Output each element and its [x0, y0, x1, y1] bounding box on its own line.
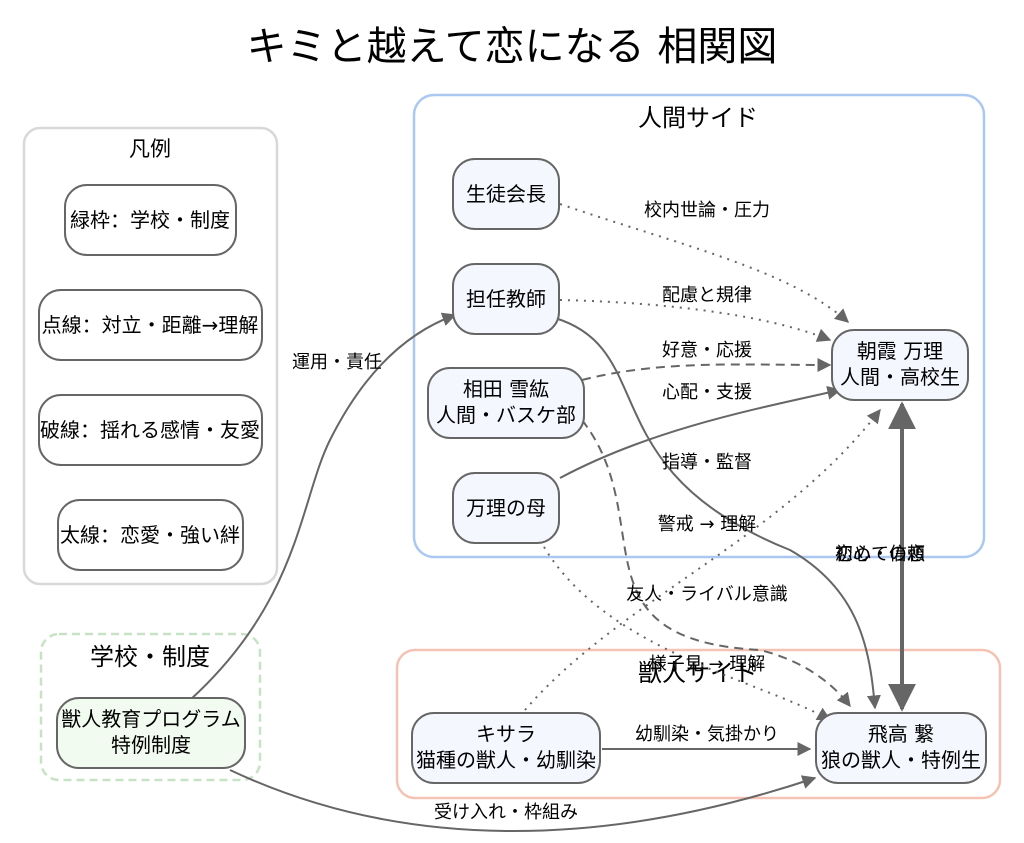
node-label: 生徒会長 [466, 182, 546, 206]
label-teacher-tsunagu: 指導・監督 [662, 452, 752, 473]
edges [189, 203, 916, 833]
edge-mother-mari [559, 385, 842, 479]
edge-kisara-mari [524, 408, 881, 711]
label-kisara-tsunagu: 幼馴染・気掛かり [635, 724, 779, 745]
node-sublabel: 狼の獣人・特例生 [821, 748, 981, 772]
legend-item-dotted-line: 点線：対立・距離→理解 [42, 313, 259, 337]
label-aida-tsunagu: 友人・ライバル意識 [626, 584, 788, 605]
node-sublabel: 人間・バスケ部 [436, 403, 576, 427]
node-aida-yukihiro[interactable]: 相田 雪紘 人間・バスケ部 [427, 367, 585, 439]
edge-aida-mari [581, 357, 832, 381]
beast-side-title: 獣人サイド [638, 659, 758, 687]
legend-item-green-frame: 緑枠：学校・制度 [70, 208, 230, 232]
school-cluster-title: 学校・制度 [90, 643, 210, 671]
edge-program-teacher [189, 312, 457, 701]
node-hidaka-tsunagu[interactable]: 飛高 繋 狼の獣人・特例生 [815, 712, 987, 784]
edge-council-mari [559, 203, 850, 323]
nodes: 生徒会長 担任教師 相田 雪紘 人間・バスケ部 万理の母 朝霞 万理 人間・高校… [56, 158, 987, 784]
node-sublabel: 特例制度 [111, 733, 191, 757]
node-label: 相田 雪紘 [463, 377, 549, 401]
node-asaka-mari[interactable]: 朝霞 万理 人間・高校生 [831, 329, 969, 401]
edge-aida-tsunagu [581, 419, 851, 708]
node-label: 万理の母 [466, 496, 546, 520]
node-label: 朝霞 万理 [857, 339, 943, 363]
node-beast-education-program[interactable]: 獣人教育プログラム 特例制度 [56, 697, 246, 769]
node-sublabel: 人間・高校生 [840, 365, 960, 389]
label-love-b: 初めての恋 [835, 543, 925, 565]
label-teacher-mari: 配慮と規律 [662, 285, 752, 306]
node-kisara[interactable]: キサラ 猫種の獣人・幼馴染 [411, 712, 601, 784]
legend-item-thick-line: 太線：恋愛・強い絆 [60, 523, 240, 547]
label-aida-mari: 好意・応援 [662, 340, 752, 361]
label-program-teacher: 運用・責任 [292, 352, 382, 373]
node-homeroom-teacher[interactable]: 担任教師 [452, 263, 560, 335]
label-mother-mari: 心配・支援 [662, 382, 752, 403]
node-label: 獣人教育プログラム [61, 707, 240, 731]
edge-labels: 校内世論・圧力 配慮と規律 好意・応援 心配・支援 指導・監督 警戒 → 理解 … [292, 200, 925, 823]
legend-title: 凡例 [129, 137, 171, 161]
label-mother-tsunagu: 様子見 → 理解 [649, 654, 766, 675]
node-student-council-president[interactable]: 生徒会長 [452, 158, 560, 230]
node-label: 担任教師 [466, 287, 546, 311]
human-side-title: 人間サイド [638, 104, 758, 132]
node-label: 飛高 繋 [868, 722, 934, 746]
legend-item-dashed-line: 破線：揺れる感情・友愛 [40, 418, 260, 442]
edge-program-tsunagu [229, 769, 817, 833]
diagram-title: キミと越えて恋になる 相関図 [247, 24, 778, 70]
edge-mother-tsunagu [539, 539, 832, 721]
edge-teacher-tsunagu [554, 317, 881, 710]
node-sublabel: 猫種の獣人・幼馴染 [416, 748, 596, 772]
legend: 凡例 緑枠：学校・制度 点線：対立・距離→理解 破線：揺れる感情・友愛 太線：恋… [22, 126, 279, 586]
label-kisara-mari: 警戒 → 理解 [658, 514, 757, 535]
node-label: キサラ [476, 722, 536, 746]
label-program-tsunagu: 受け入れ・枠組み [434, 802, 578, 823]
label-love-a: 恋心・信頼 [835, 543, 925, 565]
node-mari-mother[interactable]: 万理の母 [452, 472, 560, 544]
label-council-mari: 校内世論・圧力 [644, 200, 770, 221]
